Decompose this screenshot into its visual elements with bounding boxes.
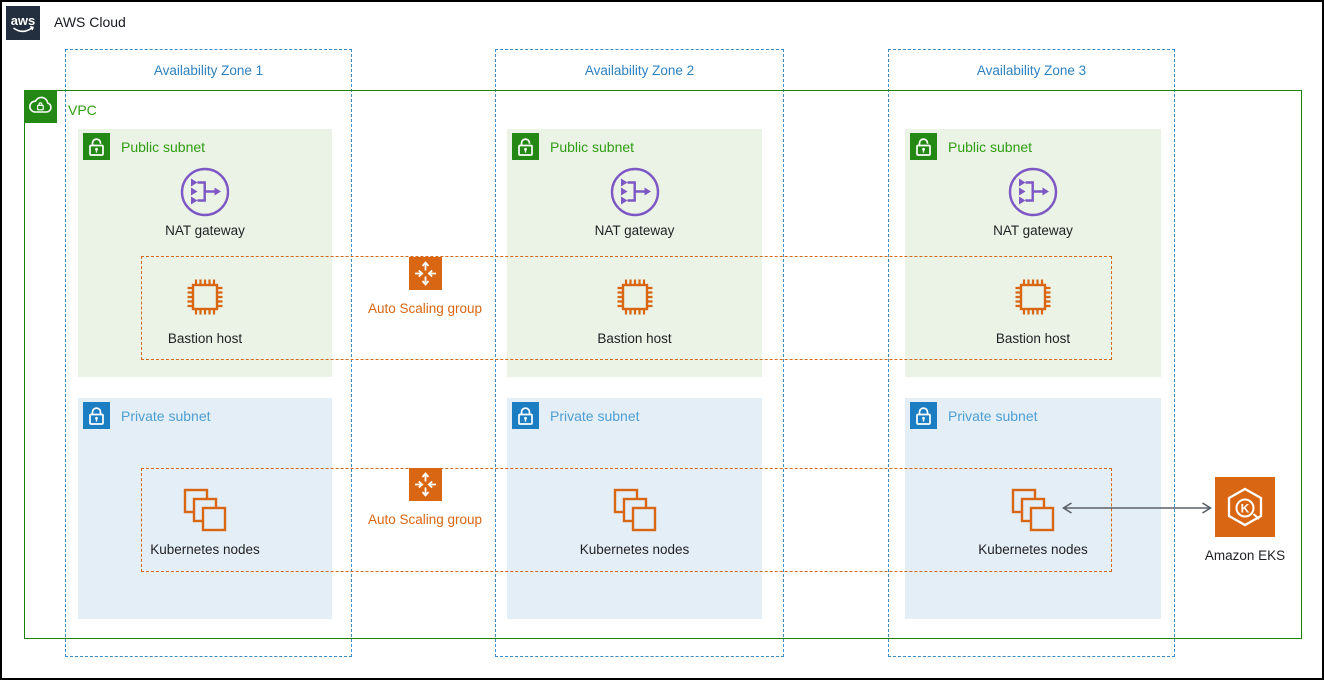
auto-scaling-icon bbox=[409, 257, 442, 290]
private-subnet-icon bbox=[83, 402, 110, 429]
eks-connection-arrow bbox=[1058, 500, 1216, 516]
public-subnet-az2: Public subnet NAT gateway Bastio bbox=[507, 129, 762, 377]
public-subnet-label: Public subnet bbox=[121, 138, 206, 155]
public-subnet-icon bbox=[83, 133, 110, 160]
auto-scaling-group-nodes-boundary bbox=[141, 468, 1112, 572]
aws-logo-icon: aws bbox=[11, 13, 36, 33]
availability-zone-3: Availability Zone 3 bbox=[888, 49, 1175, 657]
auto-scaling-group-label: Auto Scaling group bbox=[367, 512, 483, 527]
public-subnet-icon bbox=[512, 133, 539, 160]
nat-gateway-icon bbox=[179, 166, 231, 218]
svg-text:K: K bbox=[1241, 502, 1250, 516]
auto-scaling-group-bastion-boundary bbox=[141, 256, 1112, 360]
nat-gateway-label: NAT gateway bbox=[165, 223, 245, 238]
vpc-label: VPC bbox=[68, 102, 97, 118]
availability-zone-3-label: Availability Zone 3 bbox=[976, 63, 1087, 78]
vpc-icon bbox=[24, 90, 57, 123]
kubernetes-nodes-icon bbox=[1008, 485, 1058, 535]
bastion-host-icon bbox=[1010, 274, 1056, 320]
amazon-eks-icon: K bbox=[1215, 477, 1275, 537]
kubernetes-nodes-label: Kubernetes nodes bbox=[150, 542, 260, 557]
nat-gateway-label: NAT gateway bbox=[594, 223, 675, 238]
nat-gateway-label: NAT gateway bbox=[993, 223, 1073, 238]
bastion-host-label: Bastion host bbox=[167, 331, 243, 346]
public-subnet-az3: Public subnet NAT gateway Bastio bbox=[905, 129, 1161, 377]
availability-zone-1: Availability Zone 1 bbox=[65, 49, 352, 657]
private-subnet-icon bbox=[910, 402, 937, 429]
nat-gateway-icon bbox=[1007, 166, 1059, 218]
private-subnet-label: Private subnet bbox=[121, 407, 211, 424]
private-subnet-az3: Private subnet Kubernetes nodes bbox=[905, 398, 1161, 619]
auto-scaling-icon bbox=[409, 468, 442, 501]
aws-logo: aws bbox=[6, 6, 40, 40]
aws-logo-text: aws bbox=[11, 13, 36, 28]
vpc-boundary bbox=[24, 90, 1302, 639]
public-subnet-az1: Public subnet NAT gateway Bastio bbox=[78, 129, 332, 377]
public-subnet-label: Public subnet bbox=[948, 138, 1033, 155]
aws-cloud-label: AWS Cloud bbox=[54, 14, 126, 30]
public-subnet-label: Public subnet bbox=[550, 138, 635, 155]
bastion-host-label: Bastion host bbox=[597, 331, 672, 346]
kubernetes-nodes-label: Kubernetes nodes bbox=[978, 542, 1088, 557]
private-subnet-label: Private subnet bbox=[550, 407, 640, 424]
public-subnet-icon bbox=[910, 133, 937, 160]
bastion-host-icon bbox=[182, 274, 228, 320]
availability-zone-2-label: Availability Zone 2 bbox=[584, 63, 695, 78]
kubernetes-nodes-icon bbox=[610, 485, 660, 535]
availability-zone-1-label: Availability Zone 1 bbox=[153, 63, 264, 78]
auto-scaling-group-label: Auto Scaling group bbox=[367, 301, 483, 316]
private-subnet-icon bbox=[512, 402, 539, 429]
private-subnet-label: Private subnet bbox=[948, 407, 1038, 424]
bastion-host-icon bbox=[612, 274, 658, 320]
private-subnet-az1: Private subnet Kubernetes nodes bbox=[78, 398, 332, 619]
bastion-host-label: Bastion host bbox=[995, 331, 1071, 346]
nat-gateway-icon bbox=[609, 166, 661, 218]
availability-zone-2: Availability Zone 2 bbox=[495, 49, 784, 657]
kubernetes-nodes-icon bbox=[180, 485, 230, 535]
kubernetes-nodes-label: Kubernetes nodes bbox=[579, 542, 690, 557]
private-subnet-az2: Private subnet Kubernetes nodes bbox=[507, 398, 762, 619]
amazon-eks-label: Amazon EKS bbox=[1204, 548, 1286, 563]
